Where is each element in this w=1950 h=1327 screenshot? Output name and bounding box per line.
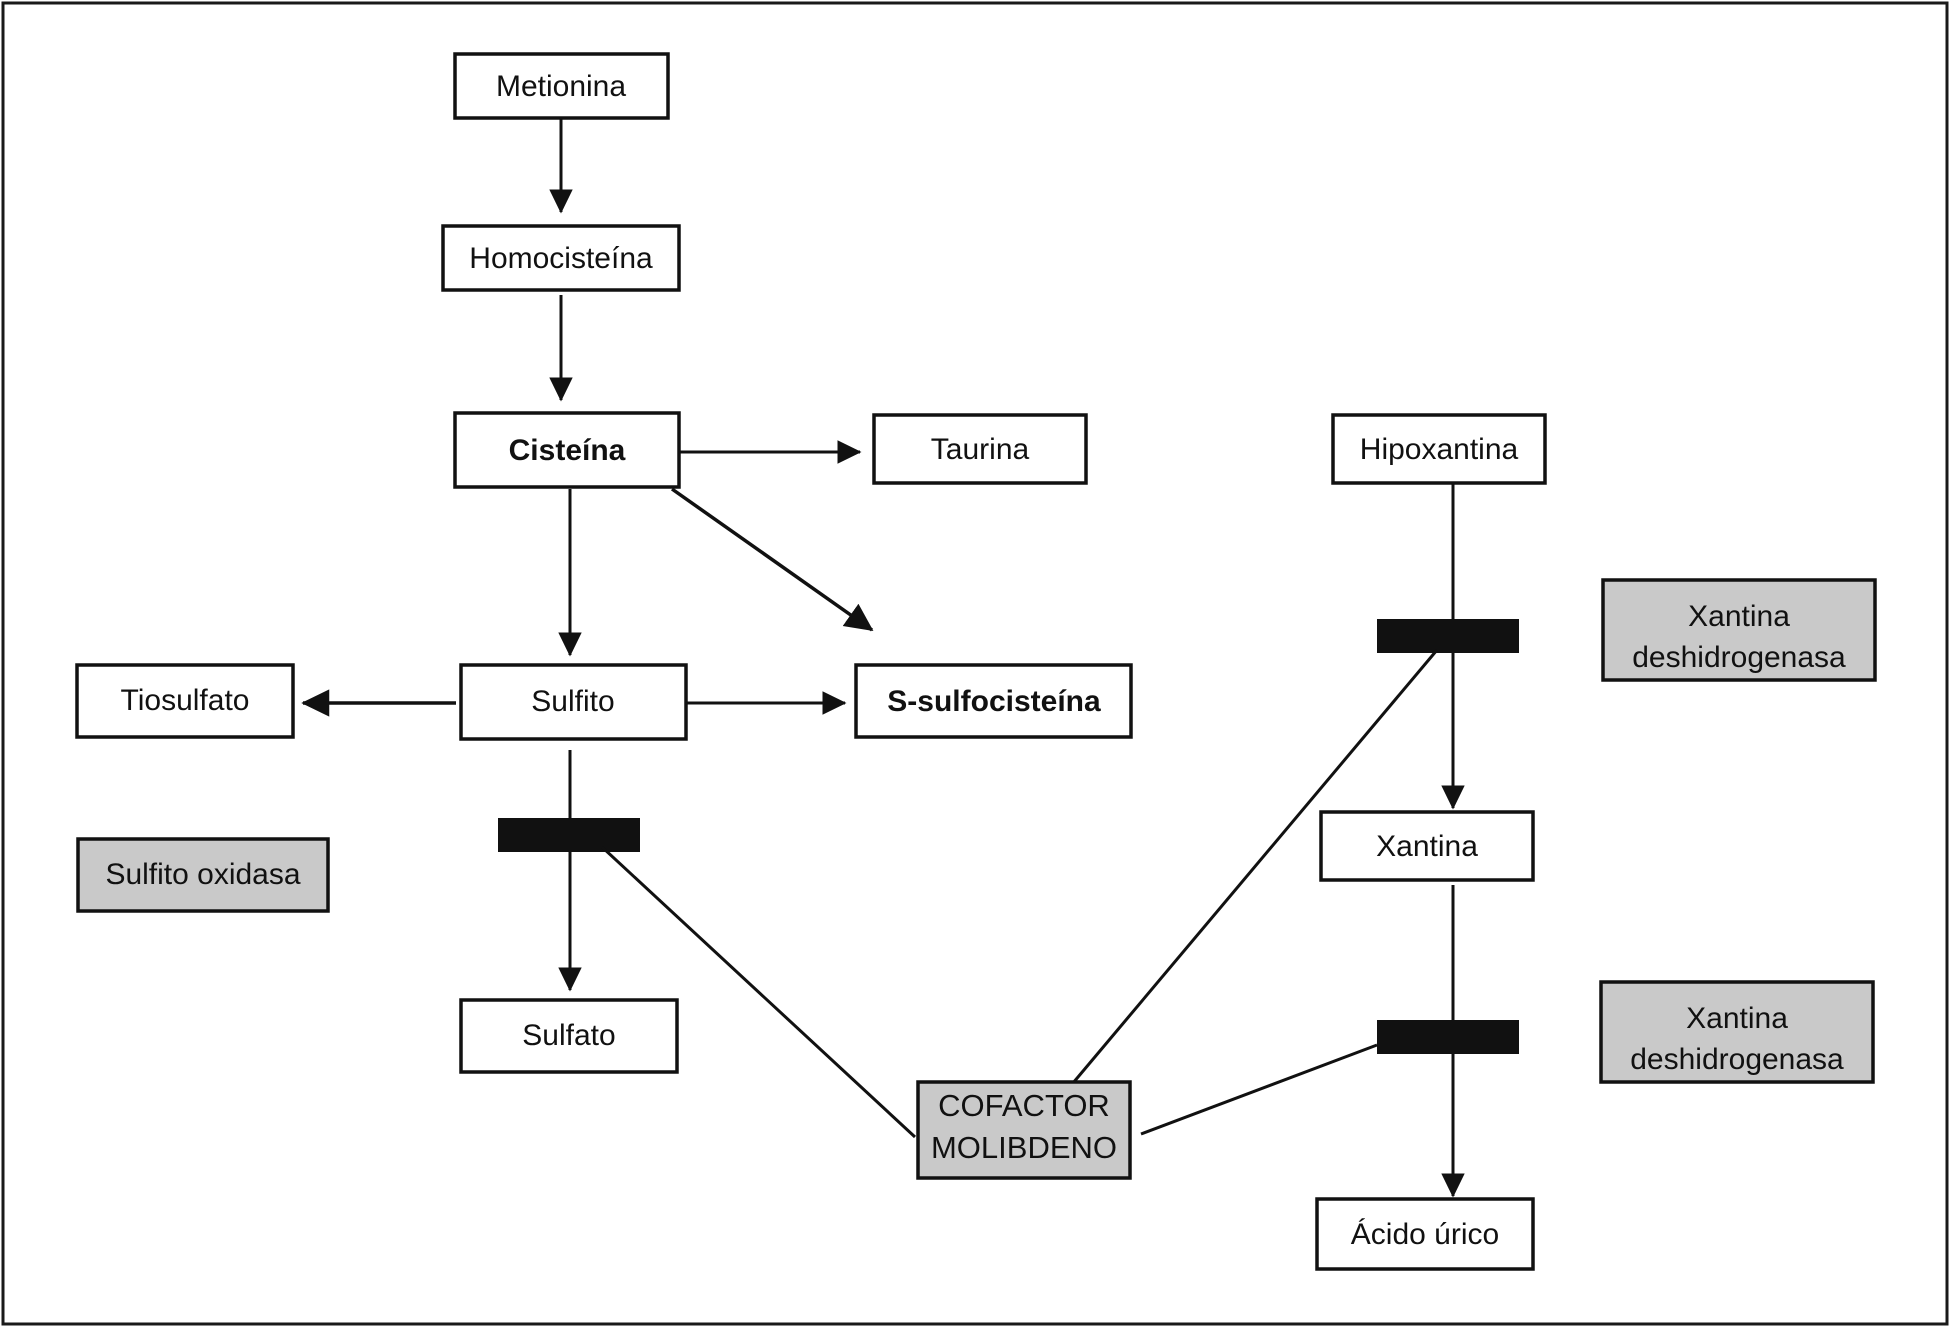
node-hipoxantina-label: Hipoxantina bbox=[1360, 433, 1519, 466]
edge-xantina-deshidrogenasa-bar2-cofactor bbox=[1140, 1043, 1378, 1136]
node-acido-urico-label: Ácido úrico bbox=[1351, 1218, 1499, 1251]
node-cofactor-molibdeno[interactable]: COFACTOR MOLIBDENO bbox=[916, 1080, 1132, 1180]
node-cisteina-label: Cisteína bbox=[509, 434, 626, 467]
node-cofactor-molibdeno-label-line2: MOLIBDENO bbox=[931, 1130, 1117, 1165]
node-metionina-label: Metionina bbox=[496, 70, 626, 103]
xantina-deshidrogenasa-block-bar-2 bbox=[1377, 1020, 1519, 1054]
xantina-deshidrogenasa-block-bar-1 bbox=[1377, 619, 1519, 653]
node-tiosulfato[interactable]: Tiosulfato bbox=[75, 663, 295, 739]
node-sulfato-label: Sulfato bbox=[522, 1019, 615, 1052]
enzyme-xantina-deshidrogenasa-2-label-line1: Xantina bbox=[1686, 1002, 1788, 1035]
node-metionina[interactable]: Metionina bbox=[453, 52, 670, 120]
node-sulfato[interactable]: Sulfato bbox=[459, 998, 679, 1074]
node-taurina[interactable]: Taurina bbox=[872, 413, 1088, 485]
node-sulfito-label: Sulfito bbox=[531, 685, 614, 718]
enzyme-xantina-deshidrogenasa-1-label-line1: Xantina bbox=[1688, 600, 1790, 633]
sulfito-oxidasa-block-bar bbox=[498, 818, 640, 852]
enzyme-xantina-deshidrogenasa-1[interactable]: Xantina deshidrogenasa bbox=[1601, 578, 1877, 682]
node-s-sulfocisteina[interactable]: S-sulfocisteína bbox=[854, 663, 1133, 739]
enzyme-sulfito-oxidasa-label: Sulfito oxidasa bbox=[105, 858, 300, 891]
node-tiosulfato-label: Tiosulfato bbox=[121, 684, 250, 717]
node-hipoxantina[interactable]: Hipoxantina bbox=[1331, 413, 1547, 485]
node-taurina-label: Taurina bbox=[931, 433, 1030, 466]
edge-sulfito-oxidasa-bar-cofactor bbox=[600, 845, 917, 1139]
enzyme-xantina-deshidrogenasa-1-label-line2: deshidrogenasa bbox=[1632, 641, 1846, 674]
edge-xantina-deshidrogenasa-bar1-cofactor bbox=[1071, 649, 1439, 1084]
enzyme-sulfito-oxidasa[interactable]: Sulfito oxidasa bbox=[76, 837, 330, 913]
enzyme-xantina-deshidrogenasa-2[interactable]: Xantina deshidrogenasa bbox=[1599, 980, 1875, 1084]
node-homocisteina[interactable]: Homocisteína bbox=[441, 224, 681, 292]
enzyme-xantina-deshidrogenasa-2-label-line2: deshidrogenasa bbox=[1630, 1043, 1844, 1076]
node-xantina-label: Xantina bbox=[1376, 830, 1478, 863]
node-homocisteina-label: Homocisteína bbox=[469, 242, 653, 275]
node-cisteina[interactable]: Cisteína bbox=[453, 411, 681, 489]
node-sulfito[interactable]: Sulfito bbox=[459, 663, 688, 741]
node-s-sulfocisteina-label: S-sulfocisteína bbox=[887, 685, 1101, 718]
node-cofactor-molibdeno-label-line1: COFACTOR bbox=[938, 1088, 1110, 1123]
edge-cisteina-s-sulfocisteina bbox=[670, 487, 874, 632]
node-acido-urico[interactable]: Ácido úrico bbox=[1315, 1197, 1535, 1271]
node-xantina[interactable]: Xantina bbox=[1319, 810, 1535, 882]
